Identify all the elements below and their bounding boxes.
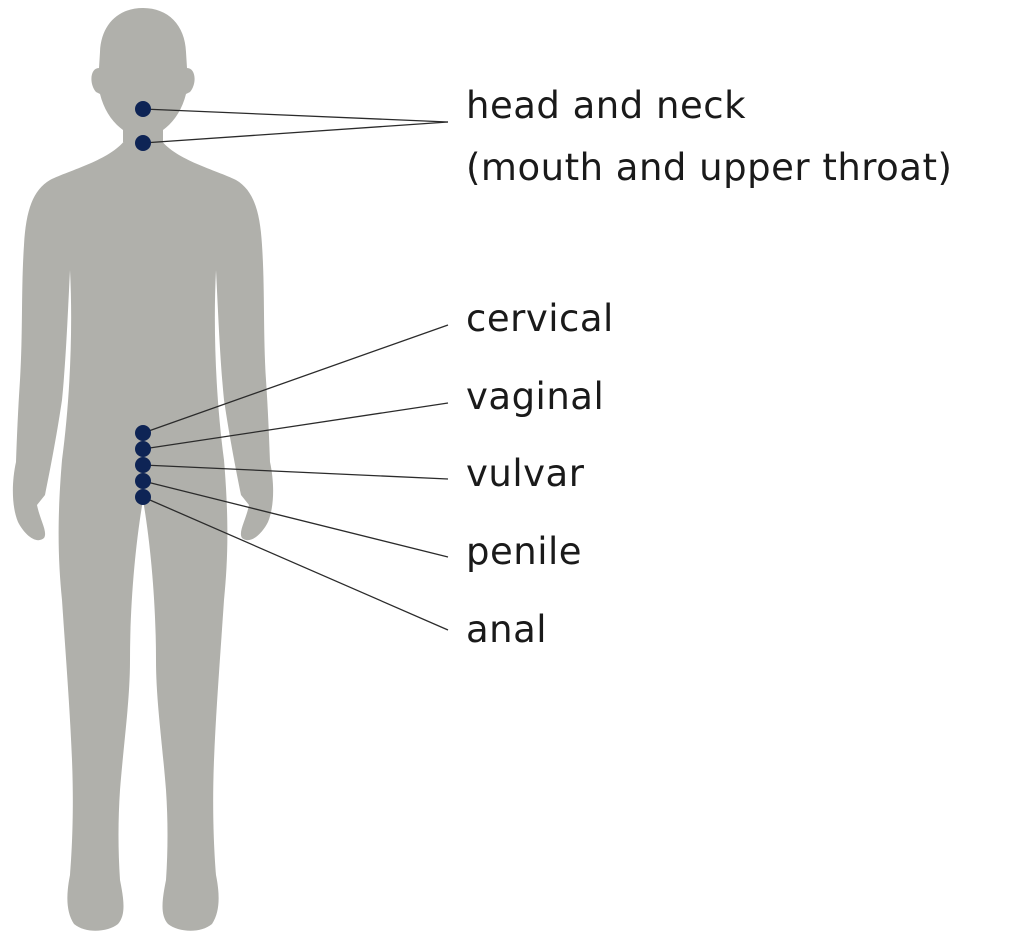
label-vulvar: vulvar	[466, 455, 584, 492]
head-shape	[91, 8, 194, 142]
marker-cervical	[135, 425, 151, 441]
leader-line-head-lower	[143, 122, 448, 143]
label-cervical: cervical	[466, 300, 614, 337]
marker-vaginal	[135, 441, 151, 457]
label-anal: anal	[466, 611, 547, 648]
marker-anal	[135, 489, 151, 505]
body-shape	[13, 140, 273, 931]
label-vaginal: vaginal	[466, 378, 604, 415]
marker-throat	[135, 135, 151, 151]
marker-vulvar	[135, 457, 151, 473]
marker-mouth	[135, 101, 151, 117]
marker-penile	[135, 473, 151, 489]
label-head-and-neck: head and neck	[466, 87, 746, 124]
label-penile: penile	[466, 533, 582, 570]
leader-line-head-upper	[143, 109, 448, 122]
label-mouth-and-upper-throat: (mouth and upper throat)	[466, 149, 952, 186]
